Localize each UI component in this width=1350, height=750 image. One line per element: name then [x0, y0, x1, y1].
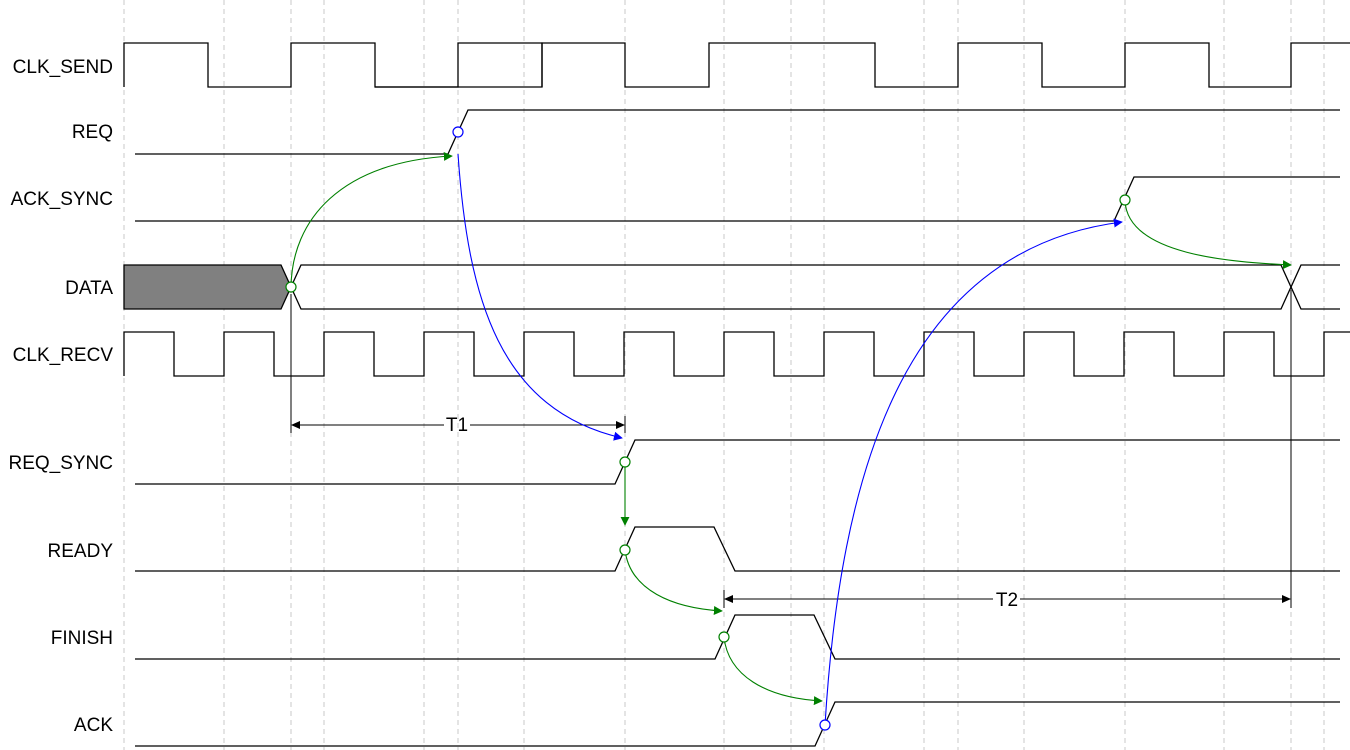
- clk-send-wave-segment: [375, 42, 543, 88]
- signal-label-ready: READY: [48, 541, 114, 562]
- t2-label: T2: [996, 590, 1018, 611]
- signal-label-ack-sync: ACK_SYNC: [11, 189, 113, 210]
- signal-labels: CLK_SEND REQ ACK_SYNC DATA CLK_RECV REQ_…: [8, 57, 113, 736]
- arrow-data-to-req: [290, 151, 453, 288]
- arrow-req-to-req-sync: [457, 153, 623, 441]
- arrow-ack-to-ack-sync: [824, 218, 1123, 726]
- signal-label-req-sync: REQ_SYNC: [8, 453, 113, 474]
- signal-label-finish: FINISH: [51, 628, 113, 649]
- t2-arrowhead-left: [724, 595, 733, 603]
- ready-wave: [135, 526, 1340, 572]
- arrow-ready-to-finish: [624, 549, 723, 616]
- signal-label-req: REQ: [72, 122, 113, 143]
- event-marker-ack-sync: [1119, 194, 1131, 206]
- signal-label-data: DATA: [65, 278, 113, 299]
- req-sync-wave: [135, 439, 1340, 485]
- causality-arrows: [290, 151, 1292, 726]
- signal-label-clk-send: CLK_SEND: [13, 57, 113, 78]
- req-wave: [135, 109, 1340, 155]
- data-bus-wave-bottom: [290, 285, 1340, 310]
- event-marker-req: [452, 126, 464, 138]
- data-invalid-region: [123, 264, 292, 310]
- ack-wave: [135, 701, 1340, 747]
- signal-label-ack: ACK: [74, 715, 113, 736]
- arrow-ack-sync-to-data: [1124, 200, 1292, 270]
- finish-wave: [135, 614, 1340, 660]
- event-marker-data: [285, 281, 297, 293]
- t1-label: T1: [446, 415, 468, 436]
- event-marker-req-sync: [619, 456, 631, 468]
- signal-label-clk-recv: CLK_RECV: [13, 345, 114, 366]
- timing-measurements: [290, 290, 1292, 608]
- arrow-finish-to-ack: [723, 636, 823, 706]
- grid-lines: [123, 0, 1325, 750]
- event-markers: [285, 126, 1131, 731]
- t1-arrowhead-right: [616, 421, 625, 429]
- event-marker-ready: [619, 544, 631, 556]
- event-marker-finish: [718, 631, 730, 643]
- t1-arrowhead-left: [291, 421, 300, 429]
- data-bus-wave-top: [290, 264, 1340, 289]
- waveforms: [123, 42, 1350, 747]
- t2-arrowhead-right: [1282, 595, 1291, 603]
- event-marker-ack: [819, 719, 831, 731]
- clk-send-wave: [123, 42, 1350, 88]
- clk-recv-wave: [123, 331, 1350, 377]
